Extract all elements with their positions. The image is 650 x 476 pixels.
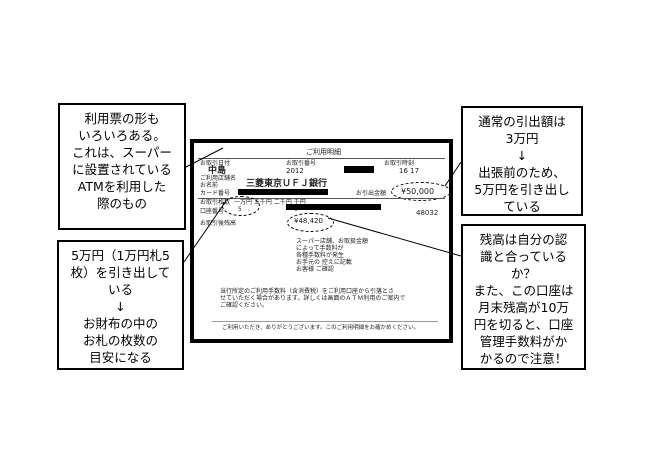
divider bbox=[198, 198, 445, 199]
fee-notice: せていただく場合があります。詳しくは画面のＡＴＭ利用のご案内で bbox=[220, 295, 406, 302]
time-value: 16 17 bbox=[399, 167, 420, 175]
callout-text: かるので注意！ bbox=[479, 351, 568, 366]
label-balance: お取引後残高 bbox=[200, 220, 237, 227]
callout-text: 通常の引出額は bbox=[478, 114, 566, 129]
callout-text: また、この口座は bbox=[473, 283, 574, 298]
callout-text: ↓ bbox=[516, 148, 528, 163]
callout-text: ている bbox=[503, 199, 541, 214]
label-number: お取引番号 bbox=[286, 160, 317, 167]
bank-name: 三菱東京ＵＦＪ銀行 bbox=[246, 179, 328, 189]
callout-text: 5万円を引き出し bbox=[474, 182, 570, 197]
callout-text: 枚）を引き出して bbox=[70, 265, 171, 280]
label-name: お名前 bbox=[200, 182, 219, 189]
year-value: 2012 bbox=[286, 167, 304, 175]
callout-text: か？ bbox=[510, 266, 536, 281]
receipt-number: 48032 bbox=[416, 209, 439, 217]
callout-bill-count: 5万円（1万円札5 枚）を引き出して いる ↓ お財布の中の お札の枚数の 目安… bbox=[57, 240, 184, 370]
callout-text: 残高は自分の認 bbox=[479, 232, 568, 247]
callout-text: これは、スーパー bbox=[72, 145, 172, 160]
fee-notice: ご確認ください。 bbox=[220, 302, 269, 309]
callout-text: 利用票の形も bbox=[84, 111, 160, 126]
date-value: 中島 bbox=[208, 166, 227, 176]
notice-line: 各種手数料が発生 bbox=[296, 252, 345, 259]
callout-text: 管理手数料がか bbox=[479, 334, 568, 349]
callout-text: いろいろある。 bbox=[78, 128, 166, 143]
label-account: 口座番号 bbox=[200, 208, 225, 215]
callout-text: ↓ bbox=[115, 299, 126, 314]
highlight-amount bbox=[391, 182, 451, 201]
callout-withdraw-amount: 通常の引出額は 3万円 ↓ 出張前のため、 5万円を引き出し ている bbox=[461, 106, 583, 216]
notice-line: によって手数料が bbox=[296, 245, 344, 252]
redaction-bar bbox=[238, 189, 328, 195]
callout-text: ATMを利用した bbox=[77, 179, 167, 194]
callout-text: 際のもの bbox=[96, 196, 147, 211]
callout-balance-check: 残高は自分の認 識と合っている か？ また、この口座は 月末残高が10万 円を切… bbox=[461, 224, 586, 370]
highlight-balance bbox=[287, 213, 334, 232]
callout-text: いる bbox=[107, 282, 133, 297]
redaction-bar bbox=[286, 204, 381, 210]
receipt-footer: ご利用いただき、ありがとうございます。このご利用明細をお確かめください。 bbox=[222, 325, 420, 331]
callout-text: 円を切ると、口座 bbox=[473, 317, 574, 332]
notice-line: お手元の 控えに記載 bbox=[296, 259, 352, 266]
label-card: カード番号 bbox=[200, 190, 231, 197]
redaction-bar bbox=[344, 166, 374, 173]
callout-atm-receipt-form: 利用票の形も いろいろある。 これは、スーパー に設置されている ATMを利用し… bbox=[58, 103, 186, 230]
callout-text: 5万円（1万円札5 bbox=[71, 248, 170, 263]
callout-text: お札の枚数の bbox=[82, 333, 158, 348]
receipt-title: ご利用明細 bbox=[306, 148, 341, 156]
bill-denominations: 一万円 五千円 二千円 千円 bbox=[234, 199, 306, 206]
callout-text: 出張前のため、 bbox=[478, 165, 566, 180]
highlight-bills bbox=[222, 196, 260, 216]
divider bbox=[212, 321, 438, 322]
notice-line: お客様 ご確認 bbox=[296, 266, 334, 273]
label-withdraw: お引出金額 bbox=[356, 190, 387, 197]
callout-text: に設置されている bbox=[72, 162, 172, 177]
divider bbox=[198, 158, 445, 159]
callout-text: お財布の中の bbox=[82, 316, 158, 331]
callout-text: 目安になる bbox=[89, 350, 152, 365]
label-time: お取引時刻 bbox=[384, 160, 415, 167]
callout-text: 月末残高が10万 bbox=[478, 300, 569, 315]
atm-receipt: ご利用明細 お取引日付 お取引番号 お取引時刻 中島 2012 16 17 ご利… bbox=[190, 139, 453, 343]
callout-text: 3万円 bbox=[505, 131, 539, 146]
callout-text: 識と合っている bbox=[480, 249, 567, 264]
label-store: ご利用店舗名 bbox=[200, 175, 237, 182]
notice-line: スーパー店舗、お取扱金額 bbox=[296, 238, 368, 245]
fee-notice: 当行所定のご利用手数料（含消費税）をご利用口座から引落とさ bbox=[220, 288, 395, 295]
